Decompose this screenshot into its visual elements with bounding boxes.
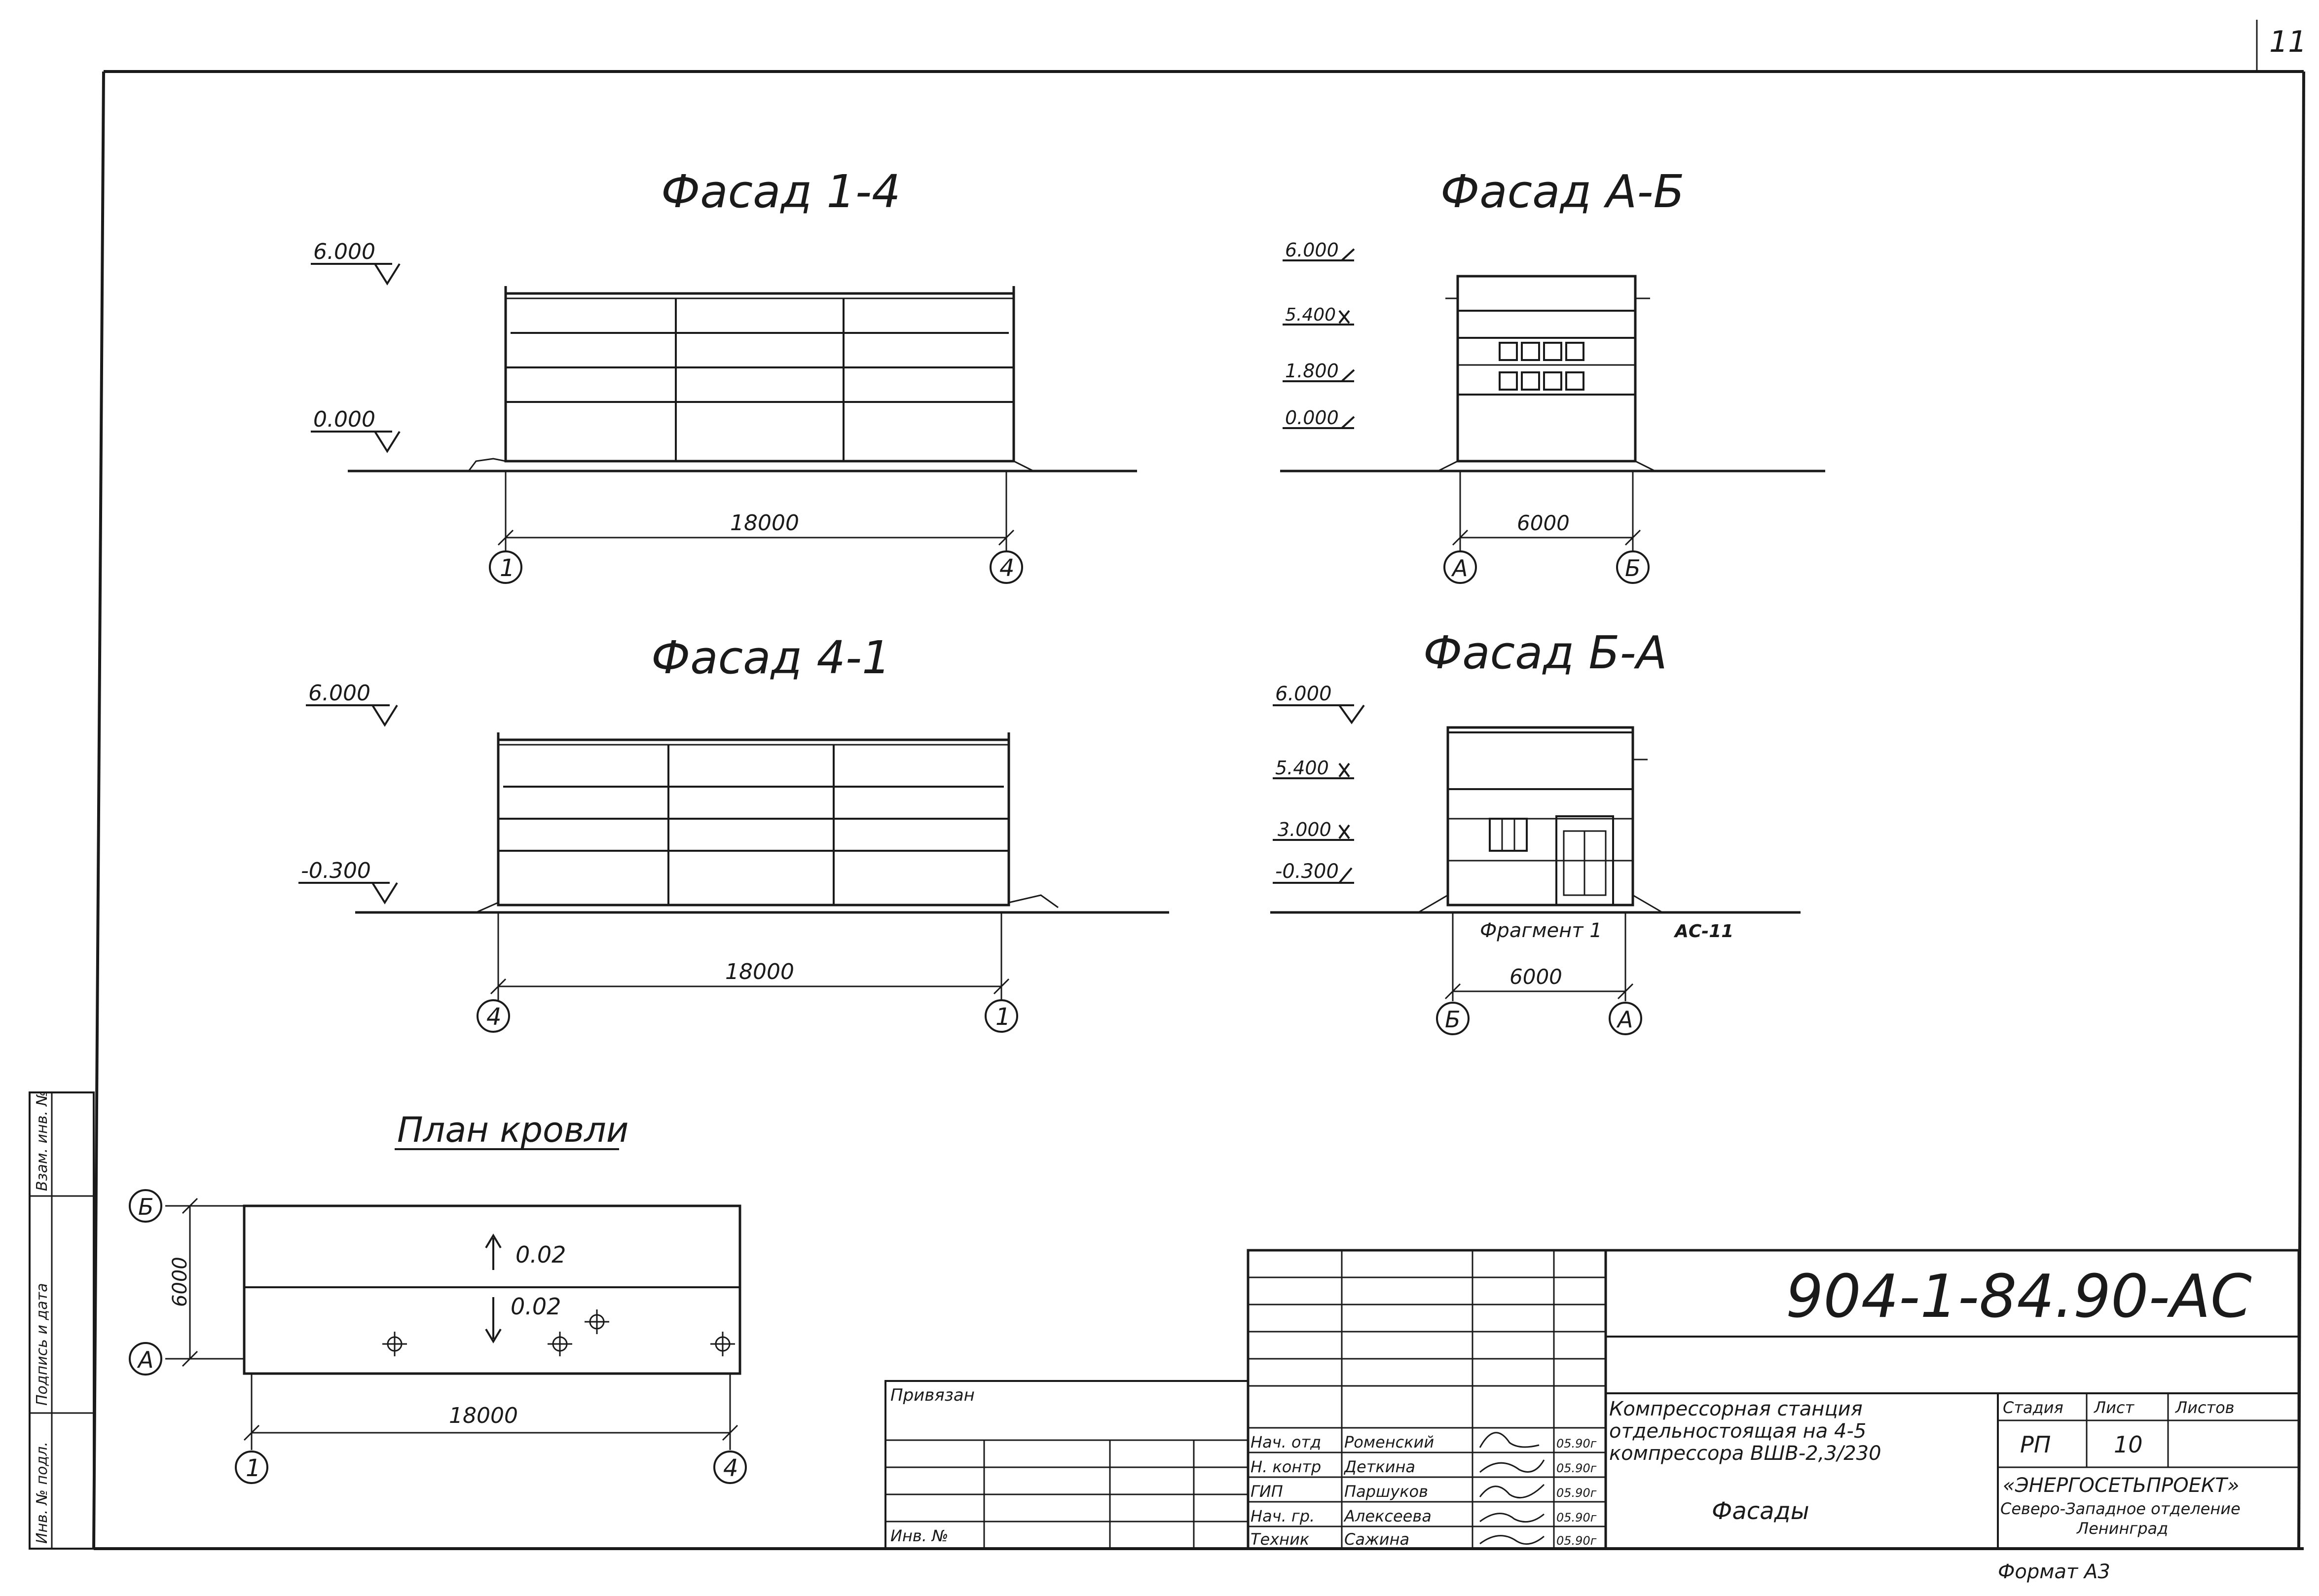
- level-mark: 6.000: [1275, 683, 1332, 705]
- sheet-value: 10: [2114, 1431, 2143, 1458]
- signer-name: Алексеева: [1343, 1507, 1432, 1525]
- dimension-label: 6000: [1517, 511, 1570, 535]
- org-branch: Северо-Западное отделение: [2000, 1499, 2241, 1518]
- level-mark: 6.000: [313, 239, 375, 264]
- facade-b-a-title: Фасад Б-А: [1423, 626, 1667, 679]
- signer-name: Сажина: [1344, 1530, 1409, 1549]
- level-mark: -0.300: [301, 858, 371, 883]
- axis-marker: [990, 550, 1023, 584]
- inv-no-label: Инв. №: [890, 1526, 948, 1545]
- slope-down: 0.02: [511, 1293, 561, 1320]
- facade-a-b-title: Фасад А-Б: [1440, 165, 1685, 218]
- window: [1489, 818, 1528, 852]
- level-mark: 6.000: [308, 681, 370, 706]
- axis-marker: [1443, 550, 1477, 584]
- axis-label: 4: [999, 554, 1015, 582]
- window-group: [1499, 342, 1584, 391]
- side-stamp-label: Подпись и дата: [34, 1283, 51, 1406]
- axis-marker: [1436, 1002, 1470, 1035]
- sign-date: 05.90г: [1556, 1534, 1597, 1548]
- sign-date: 05.90г: [1556, 1461, 1597, 1475]
- dimension-label: 6000: [169, 1257, 191, 1307]
- side-stamp-label: Инв. № подл.: [34, 1442, 51, 1544]
- signer-name: Деткина: [1343, 1457, 1415, 1476]
- roof-plan: План кровли 0.02 0.02 6000 Б А 18000 1 4: [129, 1110, 747, 1484]
- dimension-label: 18000: [730, 510, 799, 536]
- roof-plan-title: План кровли: [397, 1110, 628, 1150]
- axis-marker: [477, 999, 510, 1033]
- level-mark: -0.300: [1275, 860, 1339, 883]
- axis-label: 1: [500, 554, 515, 582]
- axis-marker: [235, 1451, 268, 1484]
- format-label: Формат А3: [1998, 1560, 2110, 1583]
- sign-date: 05.90г: [1556, 1437, 1597, 1451]
- side-stamp: Инв. № подл. Подпись и дата Взам. инв. №: [29, 1090, 95, 1550]
- level-mark: 5.400: [1275, 757, 1329, 779]
- org-name: «ЭНЕРГОСЕТЬПРОЕКТ»: [2003, 1474, 2239, 1497]
- slope-up: 0.02: [515, 1241, 566, 1268]
- description-line: отдельностоящая на 4-5: [1609, 1420, 1866, 1443]
- facade-a-b: Фасад А-Б 6.000 5.400 1.800 0.000: [1280, 165, 1825, 584]
- axis-label: 4: [486, 1003, 502, 1031]
- level-mark: 3.000: [1278, 819, 1331, 840]
- sign-date: 05.90г: [1556, 1511, 1597, 1524]
- facade-4-1-title: Фасад 4-1: [651, 631, 891, 684]
- privyazan-label: Привязан: [890, 1385, 975, 1405]
- sign-date: 05.90г: [1556, 1486, 1597, 1500]
- axis-label: А: [1616, 1006, 1633, 1033]
- axis-marker: [129, 1189, 162, 1223]
- axis-marker: [1609, 1002, 1642, 1035]
- sheet-label: Лист: [2094, 1398, 2135, 1417]
- role-label: Нач. гр.: [1251, 1507, 1315, 1525]
- axis-label: 4: [723, 1454, 738, 1482]
- axis-marker: [489, 550, 522, 584]
- facade-b-a: Фасад Б-А 6.000 5.400 3.000 -0.300 Фрагм…: [1270, 626, 1801, 1035]
- signer-name: Паршуков: [1344, 1482, 1428, 1501]
- sheet-title: Фасады: [1712, 1497, 1809, 1525]
- axis-label: Б: [138, 1194, 154, 1220]
- axis-marker: [129, 1342, 162, 1376]
- axis-marker: [713, 1451, 747, 1484]
- description-line: Компрессорная станция: [1609, 1398, 1863, 1420]
- sheets-label: Листов: [2175, 1398, 2235, 1417]
- level-mark: 1.800: [1285, 360, 1339, 382]
- facade-1-4-title: Фасад 1-4: [661, 165, 901, 218]
- roof-drain: [382, 1309, 735, 1356]
- axis-label: Б: [1445, 1006, 1461, 1033]
- axis-label: А: [137, 1346, 153, 1373]
- axis-label: А: [1451, 555, 1468, 581]
- role-label: Техник: [1251, 1530, 1310, 1549]
- role-label: ГИП: [1251, 1482, 1283, 1501]
- stage-value: РП: [2020, 1431, 2051, 1458]
- org-city: Ленинград: [2076, 1519, 2168, 1538]
- description-line: компрессора ВШВ-2,3/230: [1609, 1442, 1881, 1465]
- title-block: 904-1-84.90-АС Привязан Инв. № Нач. отд …: [884, 1249, 2300, 1583]
- signer-name: Роменский: [1344, 1433, 1434, 1451]
- level-mark: 0.000: [1285, 407, 1339, 429]
- facade-4-1: Фасад 4-1 6.000 -0.300 18000 4 1: [298, 631, 1169, 1033]
- axis-label: 1: [246, 1454, 261, 1482]
- dimension-label: 18000: [449, 1403, 518, 1428]
- dimension-label: 18000: [725, 959, 794, 984]
- side-stamp-label: Взам. инв. №: [34, 1090, 51, 1191]
- fragment-label: Фрагмент 1: [1480, 919, 1602, 942]
- level-mark: 6.000: [1285, 239, 1339, 261]
- axis-marker: [985, 999, 1018, 1033]
- stage-label: Стадия: [2003, 1398, 2063, 1417]
- level-mark: 0.000: [313, 407, 375, 432]
- dimension-label: 6000: [1509, 965, 1562, 989]
- role-label: Нач. отд: [1251, 1433, 1321, 1451]
- signature-marks: [1479, 1432, 1545, 1545]
- drawing-code: 904-1-84.90-АС: [1786, 1263, 2252, 1331]
- level-mark: 5.400: [1285, 305, 1336, 325]
- role-label: Н. контр: [1251, 1457, 1321, 1476]
- axis-label: Б: [1625, 555, 1641, 581]
- facade-1-4: Фасад 1-4 6.000 0.000 18000 1 4: [311, 165, 1137, 584]
- axis-marker: [1616, 550, 1650, 584]
- fragment-ref: АС-11: [1673, 921, 1733, 942]
- page-number: 11: [2269, 25, 2307, 59]
- axis-label: 1: [995, 1003, 1011, 1031]
